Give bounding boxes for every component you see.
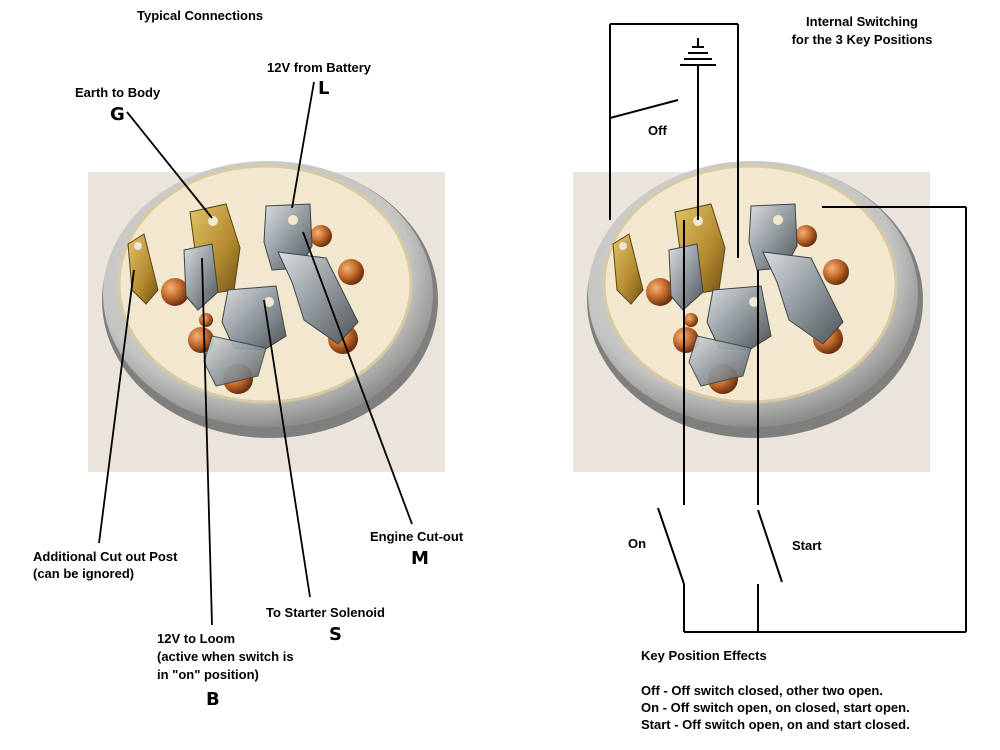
- right-title-line1: Internal Switching: [806, 14, 918, 29]
- battery-label: 12V from Battery: [267, 60, 372, 75]
- off-switch-blade: [609, 99, 679, 119]
- additional-post-label-line1: Additional Cut out Post: [33, 549, 178, 564]
- starter-solenoid-label: To Starter Solenoid: [266, 605, 385, 620]
- pointer-additional: [98, 269, 135, 544]
- engine-cutout-label: Engine Cut-out: [370, 529, 464, 544]
- loom-label-line1: 12V to Loom: [157, 631, 235, 646]
- off-switch-label: Off: [648, 123, 667, 138]
- start-switch-label: Start: [792, 538, 822, 553]
- pin-l-label: L: [318, 78, 329, 99]
- on-switch-blade: [657, 507, 685, 585]
- left-title: Typical Connections: [137, 8, 263, 23]
- loom-label-line3: in "on" position): [157, 667, 259, 682]
- key-effect-on: On - Off switch open, on closed, start o…: [641, 700, 910, 715]
- pointer-engine: [302, 231, 413, 525]
- key-effect-off: Off - Off switch closed, other two open.: [641, 683, 883, 698]
- ground-icon: [680, 38, 716, 66]
- start-switch-blade: [757, 509, 783, 583]
- earth-to-body-label: Earth to Body: [75, 85, 161, 100]
- key-effects-heading: Key Position Effects: [641, 648, 767, 663]
- additional-post-label-line2: (can be ignored): [33, 566, 134, 581]
- pointer-loom: [201, 257, 213, 626]
- key-effect-start: Start - Off switch open, on and start cl…: [641, 717, 910, 732]
- pin-s-label: S: [329, 624, 342, 645]
- right-title-line2: for the 3 Key Positions: [792, 32, 933, 47]
- right-panel: Internal Switching for the 3 Key Positio…: [571, 14, 967, 732]
- pointer-earth: [126, 111, 213, 219]
- left-panel: Typical Connections Earth to Body G 12V …: [33, 8, 464, 710]
- on-switch-label: On: [628, 536, 646, 551]
- pin-g-label: G: [110, 104, 125, 125]
- pin-m-label: M: [411, 548, 429, 569]
- pin-b-label: B: [206, 689, 220, 710]
- loom-label-line2: (active when switch is: [157, 649, 294, 664]
- pointer-battery: [291, 81, 315, 209]
- pointer-starter: [263, 299, 311, 598]
